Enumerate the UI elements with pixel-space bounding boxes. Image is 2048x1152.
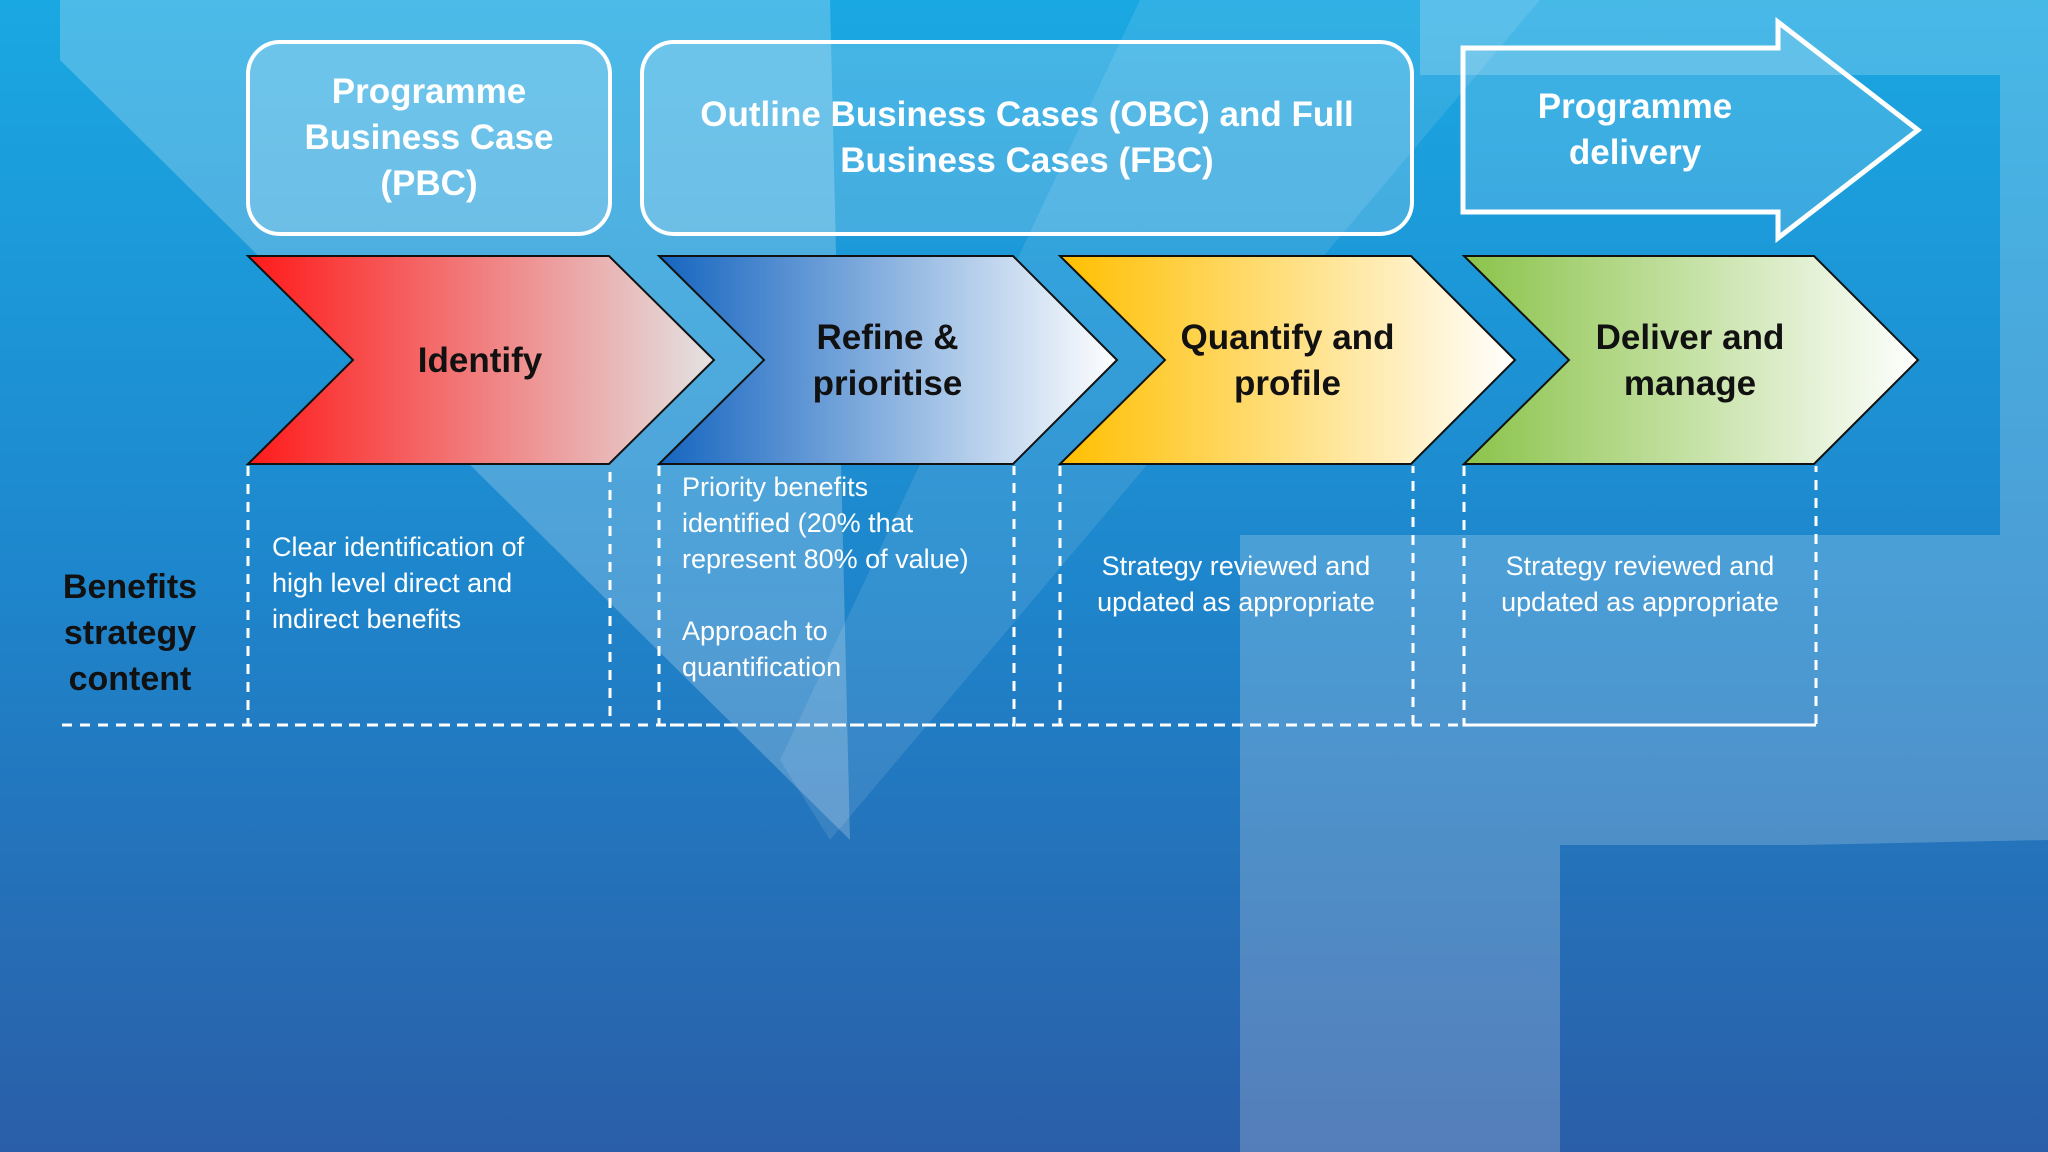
phase-obc-fbc-label: Outline Business Cases (OBC) and Full Bu… — [700, 95, 1354, 180]
content-refine: Priority benefits identified (20% that r… — [682, 469, 1012, 685]
chevron-deliver — [1461, 255, 1920, 465]
content-refine-approach: Approach to quantification — [682, 616, 842, 682]
chevron-identify — [245, 255, 716, 465]
content-identify: Clear identification of high level direc… — [272, 532, 525, 634]
stage-refine-label: Refine & prioritise — [812, 318, 963, 403]
phase-obc-fbc-box: Outline Business Cases (OBC) and Full Bu… — [640, 40, 1414, 236]
dashed-content-boxes — [62, 466, 1818, 727]
content-box-deliver — [1462, 466, 1818, 727]
content-quantify: Strategy reviewed and updated as appropr… — [1097, 551, 1375, 617]
chevron-quantify — [1057, 255, 1517, 465]
stage-quantify-label: Quantify and profile — [1180, 318, 1395, 403]
background-letter-shape — [1240, 0, 2048, 1152]
benefits-strategy-label: Benefits strategy content — [62, 568, 198, 698]
content-deliver: Strategy reviewed and updated as appropr… — [1501, 551, 1779, 617]
phase-pbc-label: Programme Business Case (PBC) — [304, 72, 554, 203]
chevron-refine — [656, 255, 1119, 465]
delivery-arrow — [1460, 16, 1923, 244]
stage-identify-label: Identify — [417, 341, 543, 380]
stage-deliver-label: Deliver and manage — [1595, 318, 1785, 403]
phase-delivery-label: Programme delivery — [1537, 87, 1733, 172]
phase-pbc-box: Programme Business Case (PBC) — [246, 40, 612, 236]
content-refine-priority: Priority benefits identified (20% that r… — [682, 472, 969, 574]
